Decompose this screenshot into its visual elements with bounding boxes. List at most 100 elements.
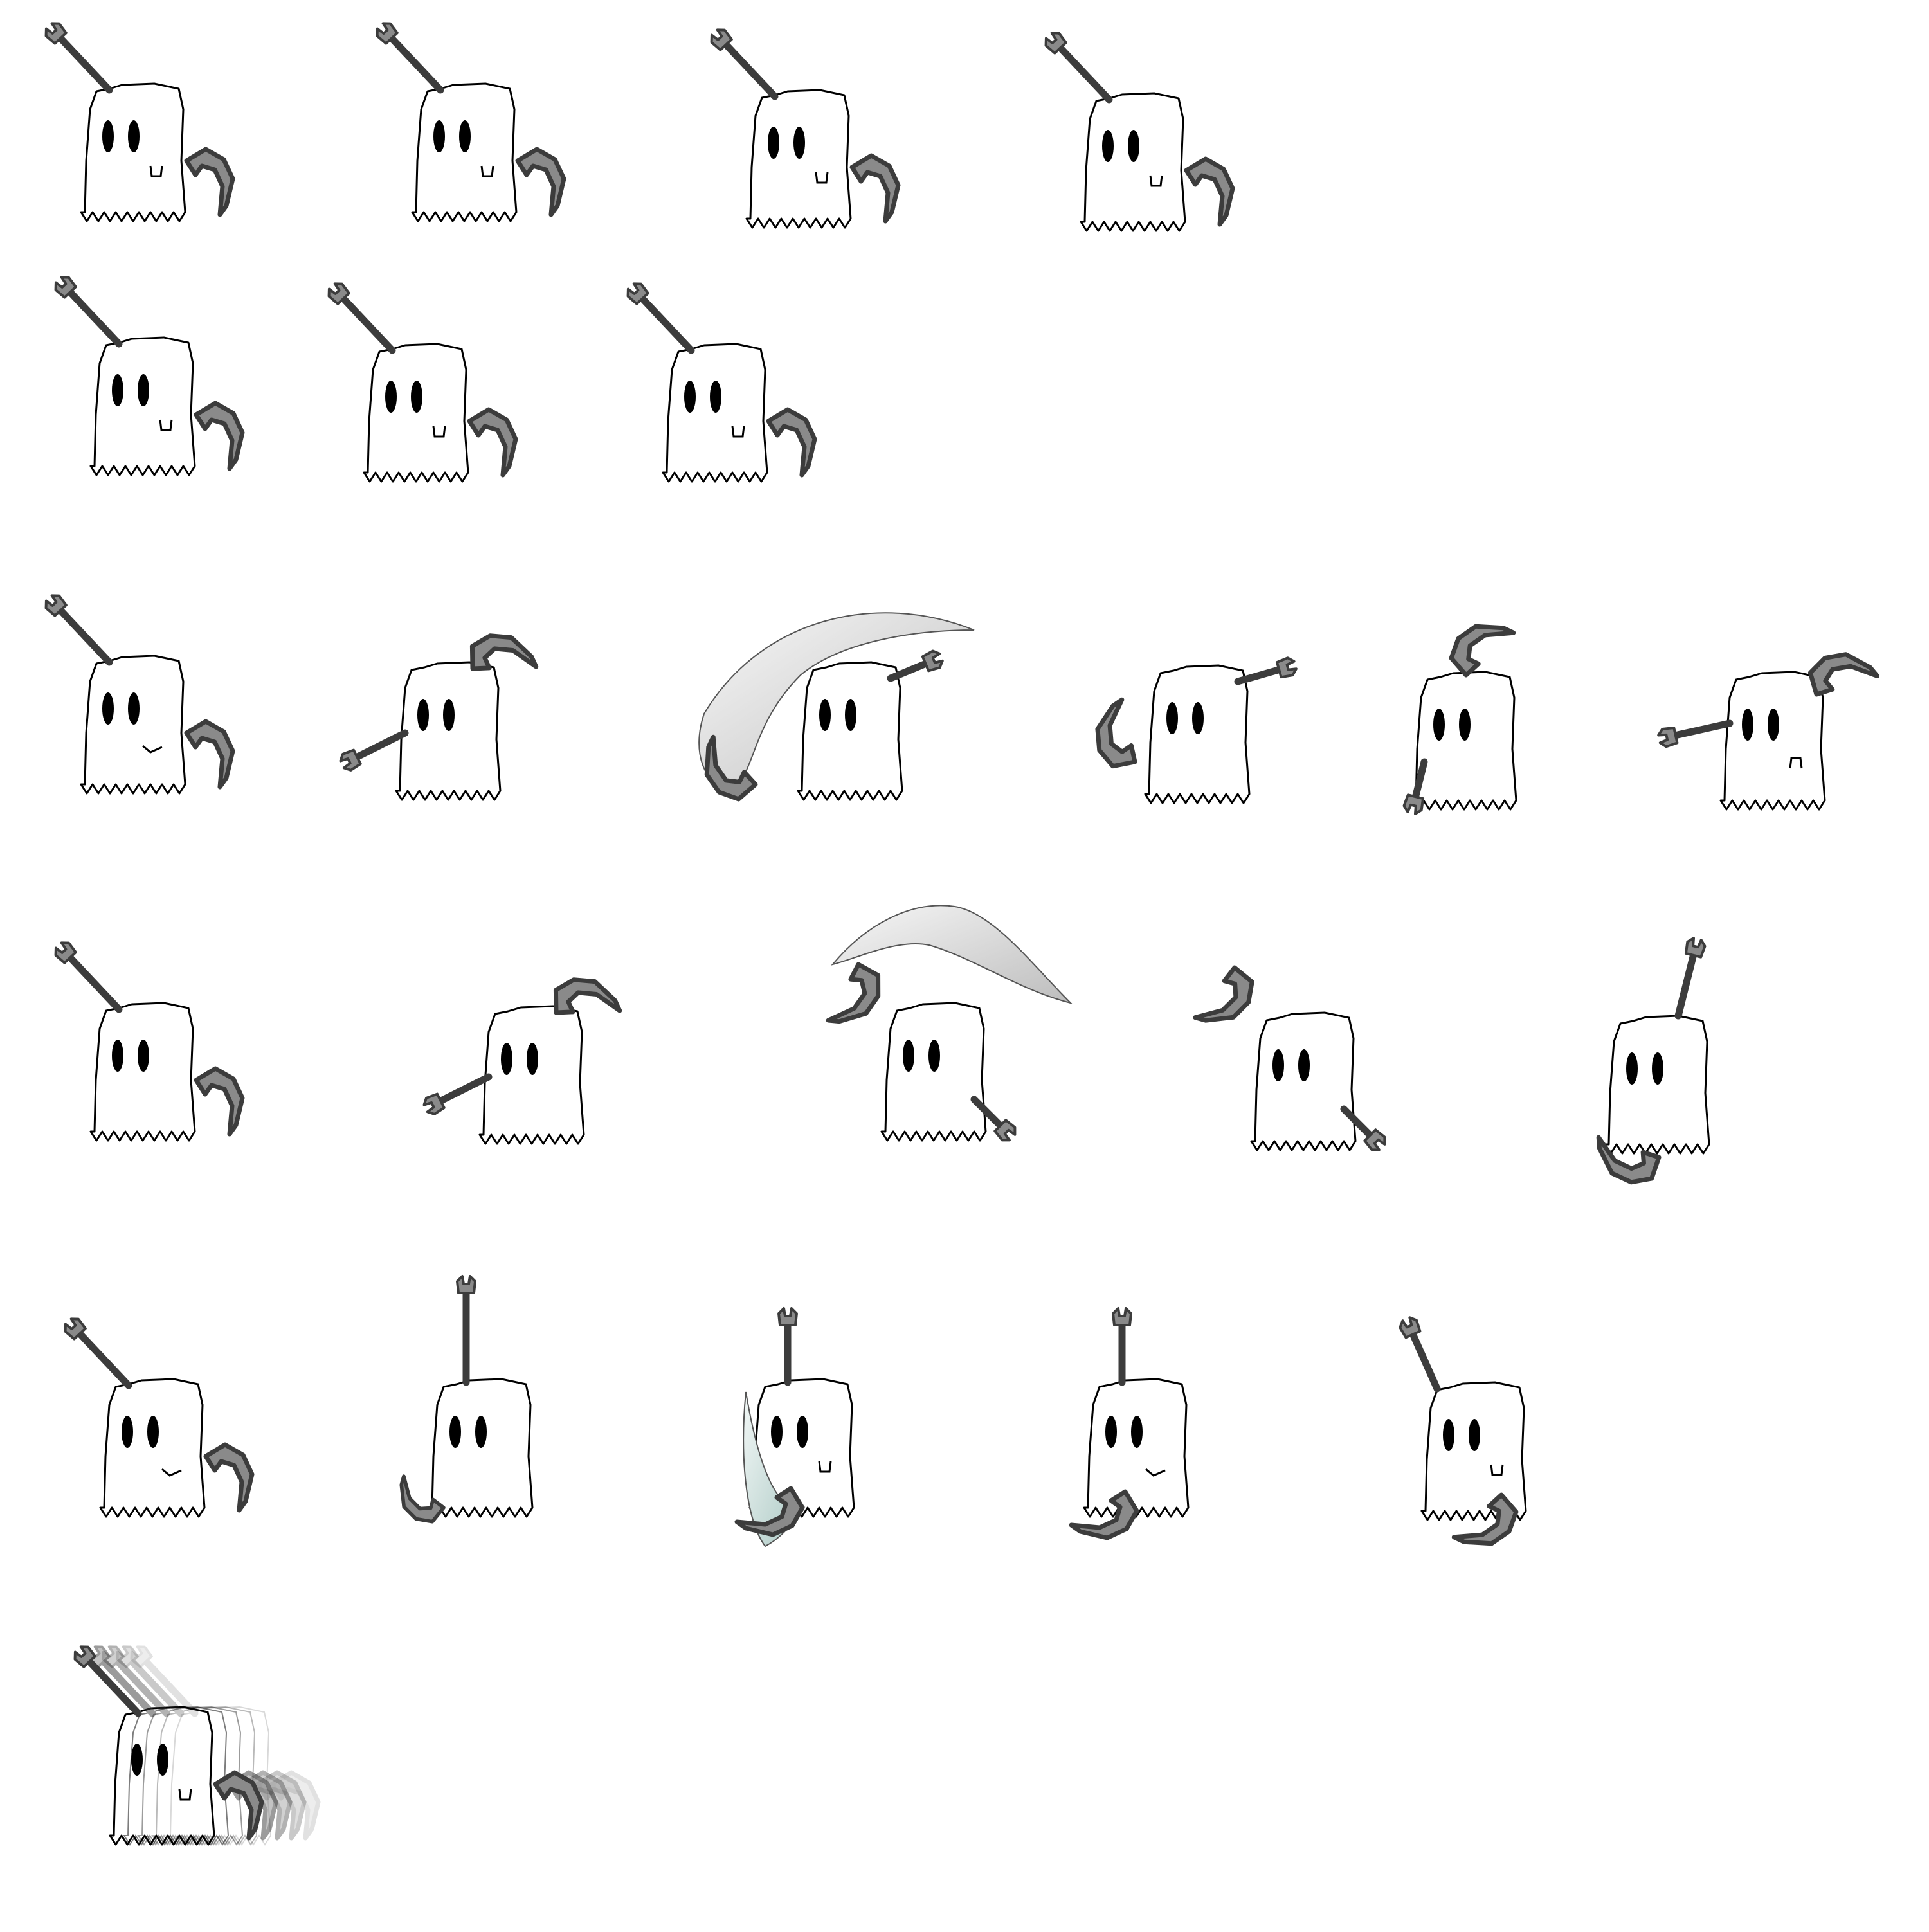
hook-icon — [1451, 1492, 1519, 1546]
ghost-body — [411, 82, 518, 222]
eye-right — [411, 381, 422, 413]
wrench-icon — [777, 1307, 798, 1386]
eye-right — [128, 120, 140, 152]
eye-left — [122, 1416, 133, 1448]
wrench-icon — [54, 941, 123, 1013]
hook-icon — [1449, 624, 1516, 678]
ghost-sprite-frame — [399, 1275, 534, 1524]
mouth — [1145, 1468, 1166, 1477]
wrench-icon — [1112, 1307, 1132, 1386]
hook-icon — [826, 962, 881, 1024]
eye-right — [443, 699, 455, 731]
ghost-sprite-frame — [1402, 624, 1517, 815]
mouth — [178, 1789, 192, 1801]
ghost-sprite-frame — [64, 1317, 255, 1518]
hook-icon — [1095, 697, 1137, 769]
mouth — [1490, 1464, 1504, 1476]
hook-icon — [184, 147, 235, 217]
hook-icon — [213, 1770, 264, 1841]
eye-right — [157, 1744, 168, 1776]
wrench-icon — [130, 1645, 199, 1717]
wrench-icon — [1657, 719, 1734, 748]
eye-left — [501, 1043, 512, 1075]
ghost-body — [80, 82, 186, 222]
ghost-body — [99, 1378, 206, 1518]
ghost-sprite-frame — [73, 1645, 321, 1846]
ghost-sprite-frame — [54, 941, 245, 1142]
eye-left — [771, 1416, 783, 1448]
hook-icon — [766, 407, 817, 478]
wrench-icon — [1674, 937, 1707, 1020]
eye-right — [1128, 130, 1139, 162]
wrench-icon — [1340, 1105, 1386, 1151]
ghost-body — [109, 1706, 215, 1846]
hook-icon — [469, 633, 539, 671]
eye-right — [928, 1040, 940, 1072]
wrench-icon — [1399, 1316, 1441, 1393]
ghost-sprite-frame — [376, 22, 566, 222]
ghost-sprite-frame — [1657, 652, 1880, 811]
ghost-sprite-frame — [1069, 1307, 1190, 1540]
mouth — [1789, 757, 1803, 769]
ghost-sprite-frame — [710, 28, 901, 229]
eye-right — [527, 1043, 538, 1075]
ghost-sprite-frame — [1399, 1316, 1527, 1546]
hook-icon — [704, 734, 758, 802]
wrench-icon — [64, 1317, 132, 1389]
mouth — [161, 1468, 182, 1477]
hook-icon — [399, 1474, 446, 1524]
wrench-icon — [710, 28, 779, 100]
eye-right — [128, 692, 140, 725]
wrench-icon — [1044, 32, 1113, 104]
ghost-body — [797, 661, 903, 801]
eye-right — [1768, 709, 1779, 741]
ghost-body — [1144, 664, 1251, 804]
eye-right — [1459, 709, 1471, 741]
eye-left — [449, 1416, 461, 1448]
hook-icon — [269, 1770, 321, 1841]
mouth — [480, 165, 494, 177]
hook-icon — [734, 1486, 805, 1537]
ghost-sprite-frame — [44, 22, 235, 222]
hook-icon — [1193, 965, 1254, 1023]
ghost-sprite-frame — [1596, 937, 1710, 1185]
eye-left — [433, 120, 445, 152]
eye-left — [1443, 1419, 1454, 1451]
wrench-icon — [54, 276, 123, 348]
eye-right — [797, 1416, 808, 1448]
eye-left — [385, 381, 397, 413]
hook-icon — [194, 401, 245, 471]
eye-left — [1105, 1416, 1117, 1448]
mouth — [815, 172, 829, 184]
ghost-sprite-frame — [339, 633, 539, 801]
eye-left — [1433, 709, 1445, 741]
eye-left — [131, 1744, 143, 1776]
ghost-sprite-frame — [54, 276, 245, 476]
wrench-icon — [44, 22, 113, 94]
wrench-icon — [887, 649, 944, 682]
ghost-sprite-frame — [626, 282, 817, 483]
wrench-icon — [970, 1096, 1017, 1142]
hook-icon — [1069, 1489, 1139, 1540]
ghost-body — [1083, 1378, 1190, 1518]
eye-left — [112, 374, 123, 406]
sprite-row-attack-b — [54, 905, 1710, 1185]
mouth — [159, 419, 173, 431]
eye-right — [147, 1416, 159, 1448]
hook-icon — [1807, 652, 1880, 697]
ghost-body — [89, 1002, 196, 1142]
ghost-body — [1719, 671, 1826, 811]
ghost-body — [395, 661, 502, 801]
afterimage — [130, 1645, 321, 1846]
ghost-sprite-frame — [1193, 965, 1386, 1151]
eye-right — [475, 1416, 487, 1448]
ghost-body — [1250, 1011, 1357, 1151]
ghost-sprite-frame — [734, 1307, 855, 1548]
hook-icon — [1184, 156, 1235, 227]
eye-left — [102, 692, 114, 725]
sprite-row-attack-c — [64, 1275, 1527, 1548]
hook-icon — [553, 977, 622, 1015]
sprite-row-attack-a — [44, 594, 1880, 815]
eye-left — [1166, 702, 1178, 734]
hook-icon — [467, 407, 518, 478]
